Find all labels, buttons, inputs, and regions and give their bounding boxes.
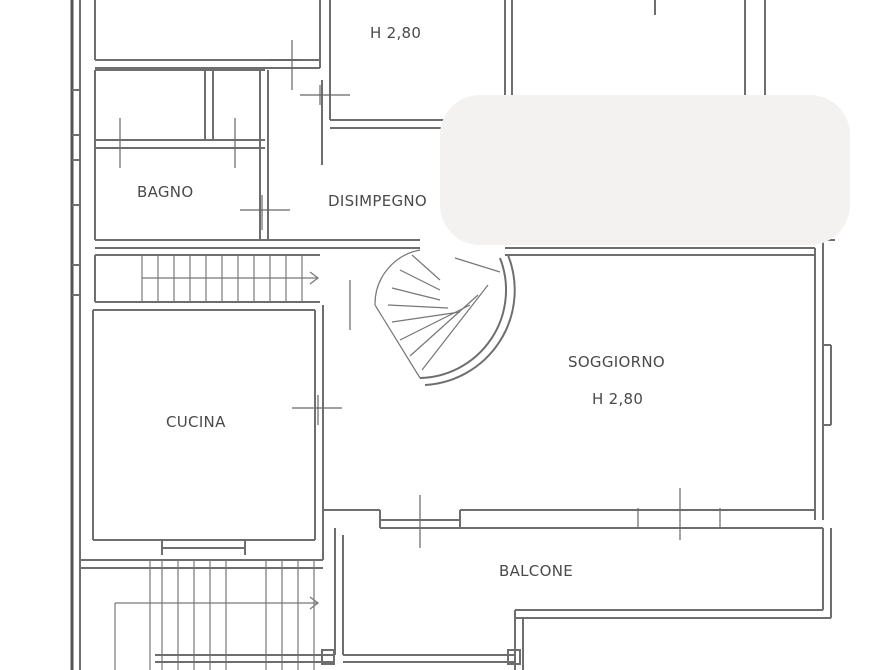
cucina-label: CUCINA — [166, 413, 226, 431]
door-marks — [119, 40, 721, 548]
top-room-height-label: H 2,80 — [370, 24, 421, 42]
redacted-area — [440, 95, 850, 245]
hall-stair — [94, 254, 320, 303]
soggiorno-label: SOGGIORNO — [568, 353, 665, 371]
bagno-label: BAGNO — [137, 183, 193, 201]
balcone-walls — [334, 528, 832, 670]
bottom-stair — [80, 560, 521, 670]
top-left-room-walls — [94, 0, 321, 69]
balcone-label: BALCONE — [499, 562, 573, 580]
disimpegno-label: DISIMPEGNO — [328, 192, 427, 210]
outer-walls — [70, 0, 81, 670]
soggiorno-height-label: H 2,80 — [592, 390, 643, 408]
soggiorno-walls — [323, 239, 835, 529]
bagno-walls — [94, 69, 420, 249]
spiral-stair — [374, 249, 516, 386]
cucina-walls — [80, 305, 324, 561]
